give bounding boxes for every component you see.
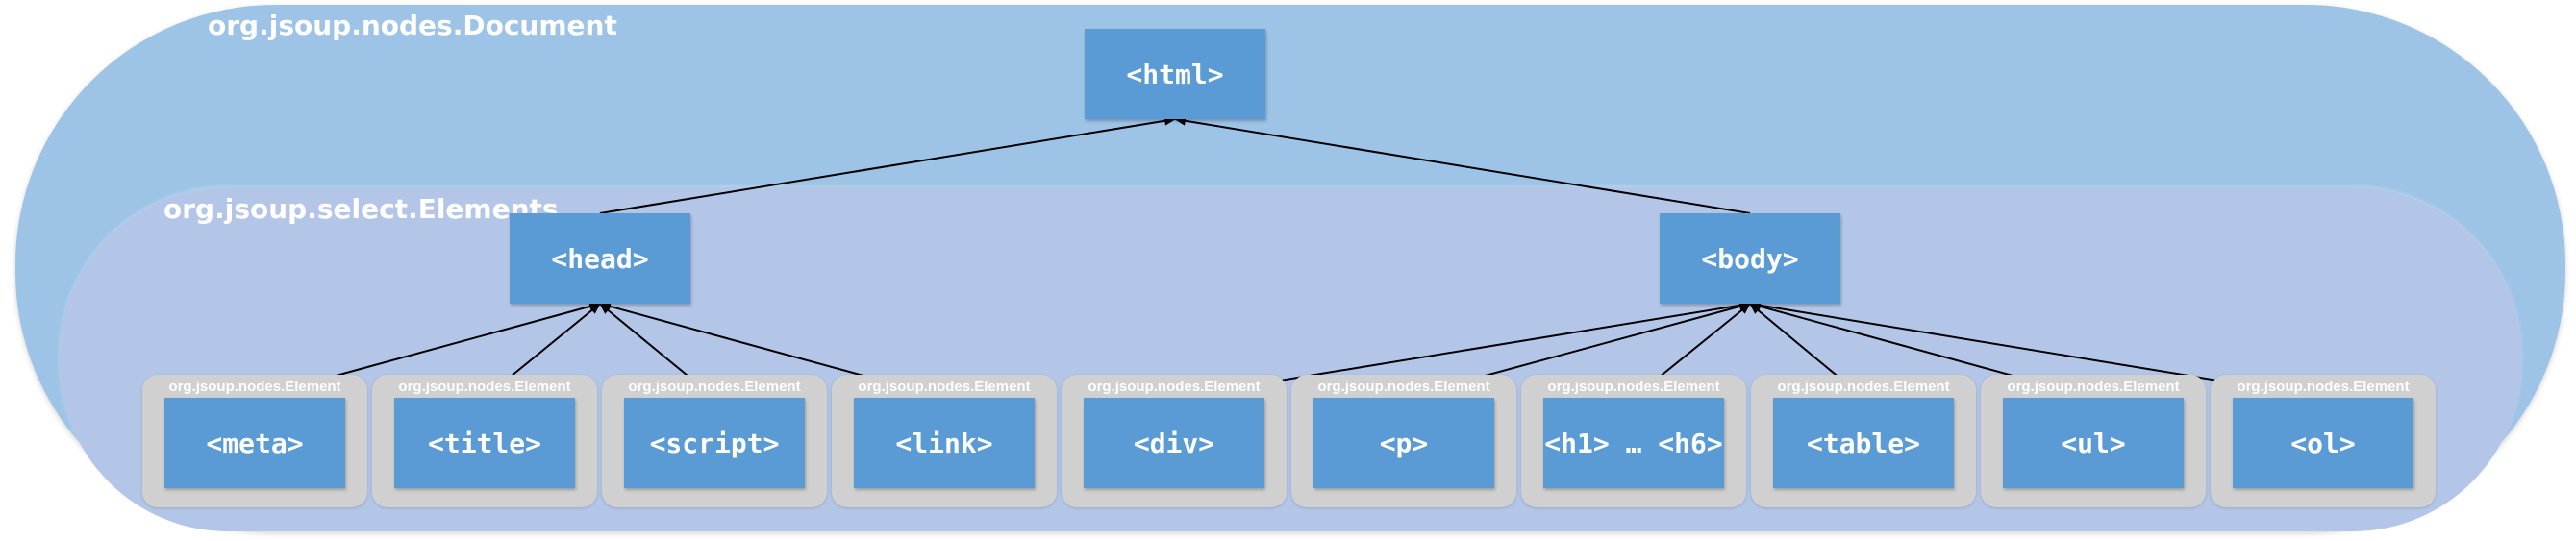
edge-head-to-html [599, 115, 1176, 214]
element-class-caption: org.jsoup.nodes.Element [398, 379, 571, 395]
link-node: <link> [854, 398, 1035, 488]
element-class-caption: org.jsoup.nodes.Element [1317, 379, 1490, 395]
element-class-caption: org.jsoup.nodes.Element [1088, 379, 1261, 395]
element-container-meta: org.jsoup.nodes.Element <meta> [142, 375, 367, 507]
element-class-caption: org.jsoup.nodes.Element [1777, 379, 1950, 395]
element-container-link: org.jsoup.nodes.Element <link> [832, 375, 1057, 507]
meta-node: <meta> [164, 398, 345, 488]
element-container-table: org.jsoup.nodes.Element <table> [1751, 375, 1976, 507]
element-class-caption: org.jsoup.nodes.Element [858, 379, 1031, 395]
element-container-title: org.jsoup.nodes.Element <title> [372, 375, 597, 507]
element-container-ol: org.jsoup.nodes.Element <ol> [2211, 375, 2436, 507]
title-node: <title> [394, 398, 575, 488]
body-node: <body> [1660, 213, 1840, 304]
elements-label: org.jsoup.select.Elements [163, 193, 559, 225]
element-container-ul: org.jsoup.nodes.Element <ul> [1981, 375, 2206, 507]
ul-node: <ul> [2003, 398, 2184, 488]
table-node: <table> [1773, 398, 1954, 488]
element-class-caption: org.jsoup.nodes.Element [1547, 379, 1720, 395]
element-container-p: org.jsoup.nodes.Element <p> [1291, 375, 1516, 507]
document-label: org.jsoup.nodes.Document [208, 10, 617, 41]
element-container-script: org.jsoup.nodes.Element <script> [602, 375, 827, 507]
element-class-caption: org.jsoup.nodes.Element [2007, 379, 2180, 395]
element-container-div: org.jsoup.nodes.Element <div> [1062, 375, 1287, 507]
p-node: <p> [1313, 398, 1494, 488]
headings-node: <h1> … <h6> [1543, 398, 1724, 488]
edge-body-to-html [1174, 115, 1751, 214]
html-node: <html> [1085, 29, 1265, 119]
element-class-caption: org.jsoup.nodes.Element [2237, 379, 2410, 395]
element-class-caption: org.jsoup.nodes.Element [168, 379, 341, 395]
div-node: <div> [1084, 398, 1264, 488]
ol-node: <ol> [2233, 398, 2413, 488]
head-node: <head> [510, 213, 690, 304]
script-node: <script> [624, 398, 805, 488]
element-class-caption: org.jsoup.nodes.Element [628, 379, 801, 395]
element-container-headings: org.jsoup.nodes.Element <h1> … <h6> [1521, 375, 1746, 507]
